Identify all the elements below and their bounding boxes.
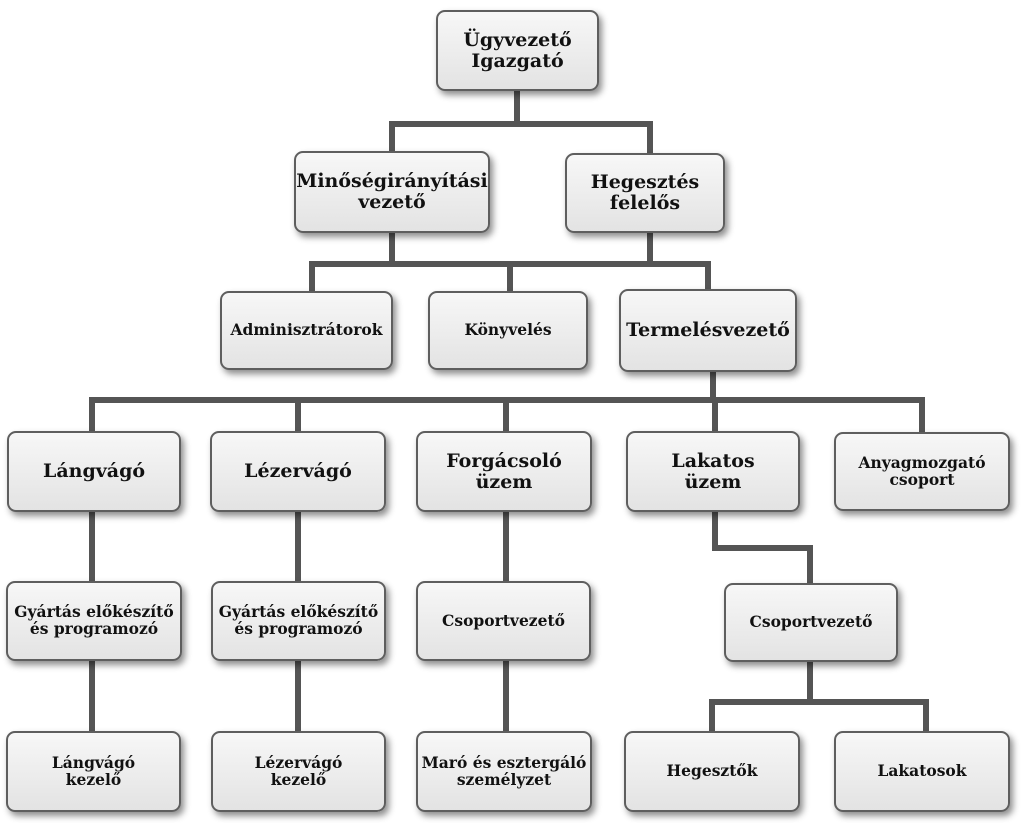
material-handling-box: Anyagmozgató csoport xyxy=(834,432,1010,511)
flame-operator-label-line2: kezelő xyxy=(65,769,122,789)
production-prep-box-2: Gyártás előkészítő és programozó xyxy=(211,581,386,661)
locksmiths-label: Lakatosok xyxy=(877,761,967,781)
material-handling-label-line2: csoport xyxy=(889,469,955,489)
production-prep-2-label-line1: Gyártás előkészítő xyxy=(218,602,379,622)
laser-cutting-label: Lézervágó xyxy=(244,460,352,483)
machining-plant-label-line1: Forgácsoló xyxy=(446,449,562,472)
material-handling-label-line1: Anyagmozgató xyxy=(858,452,986,472)
welders-label: Hegesztők xyxy=(666,761,758,781)
ceo-label-line1: Ügyvezető xyxy=(463,28,572,51)
welding-responsible-label-line1: Hegesztés xyxy=(590,171,700,194)
locksmith-plant-box: Lakatos üzem xyxy=(626,431,800,512)
flame-operator-box: Lángvágó kezelő xyxy=(6,731,181,812)
locksmiths-box: Lakatosok xyxy=(834,731,1010,812)
locksmith-plant-label-line2: üzem xyxy=(684,470,742,493)
welding-responsible-box: Hegesztés felelős xyxy=(565,153,725,233)
connector-ceo xyxy=(389,87,653,157)
laser-operator-label-line1: Lézervágó xyxy=(254,752,343,772)
production-prep-2-label-line2: és programozó xyxy=(234,619,363,638)
ceo-label-line2: Igazgató xyxy=(471,49,564,72)
laser-cutting-box: Lézervágó xyxy=(210,431,386,512)
production-prep-box-1: Gyártás előkészítő és programozó xyxy=(6,581,182,661)
production-manager-label: Termelésvezető xyxy=(626,319,790,342)
milling-staff-box: Maró és esztergáló személyzet xyxy=(416,731,592,812)
connector-locksmith-branch xyxy=(709,509,929,735)
quality-manager-label-line2: vezető xyxy=(358,191,426,213)
welding-responsible-label-line2: felelős xyxy=(609,192,681,214)
group-leader-2-label: Csoportvezető xyxy=(749,612,873,632)
group-leader-1-label: Csoportvezető xyxy=(442,610,565,630)
group-leader-box-2: Csoportvezető xyxy=(724,583,898,662)
machining-plant-label-line2: üzem xyxy=(475,470,533,493)
welders-box: Hegesztők xyxy=(624,731,800,812)
accounting-box: Könyvelés xyxy=(428,291,588,370)
quality-manager-box: Minőségirányítási vezető xyxy=(294,151,490,233)
accounting-label: Könyvelés xyxy=(464,320,552,340)
administrators-box: Adminisztrátorok xyxy=(220,291,393,370)
quality-manager-label-line1: Minőségirányítási xyxy=(296,170,488,193)
flame-cutting-box: Lángvágó xyxy=(7,431,181,512)
milling-staff-label-line2: személyzet xyxy=(456,769,552,789)
connector-management xyxy=(309,229,711,295)
milling-staff-label-line1: Maró és esztergáló xyxy=(421,752,587,772)
administrators-label: Adminisztrátorok xyxy=(230,320,383,340)
connector-production xyxy=(89,370,925,435)
flame-cutting-label: Lángvágó xyxy=(42,460,146,483)
production-prep-1-label-line2: és programozó xyxy=(29,619,159,638)
group-leader-box-1: Csoportvezető xyxy=(416,581,591,661)
laser-operator-box: Lézervágó kezelő xyxy=(211,731,386,812)
machining-plant-box: Forgácsoló üzem xyxy=(416,431,592,512)
production-manager-box: Termelésvezető xyxy=(619,289,797,372)
locksmith-plant-label-line1: Lakatos xyxy=(671,449,755,472)
flame-operator-label-line1: Lángvágó xyxy=(51,752,136,772)
production-prep-1-label-line1: Gyártás előkészítő xyxy=(14,602,174,622)
laser-operator-label-line2: kezelő xyxy=(270,769,327,789)
ceo-box: Ügyvezető Igazgató xyxy=(436,10,599,91)
